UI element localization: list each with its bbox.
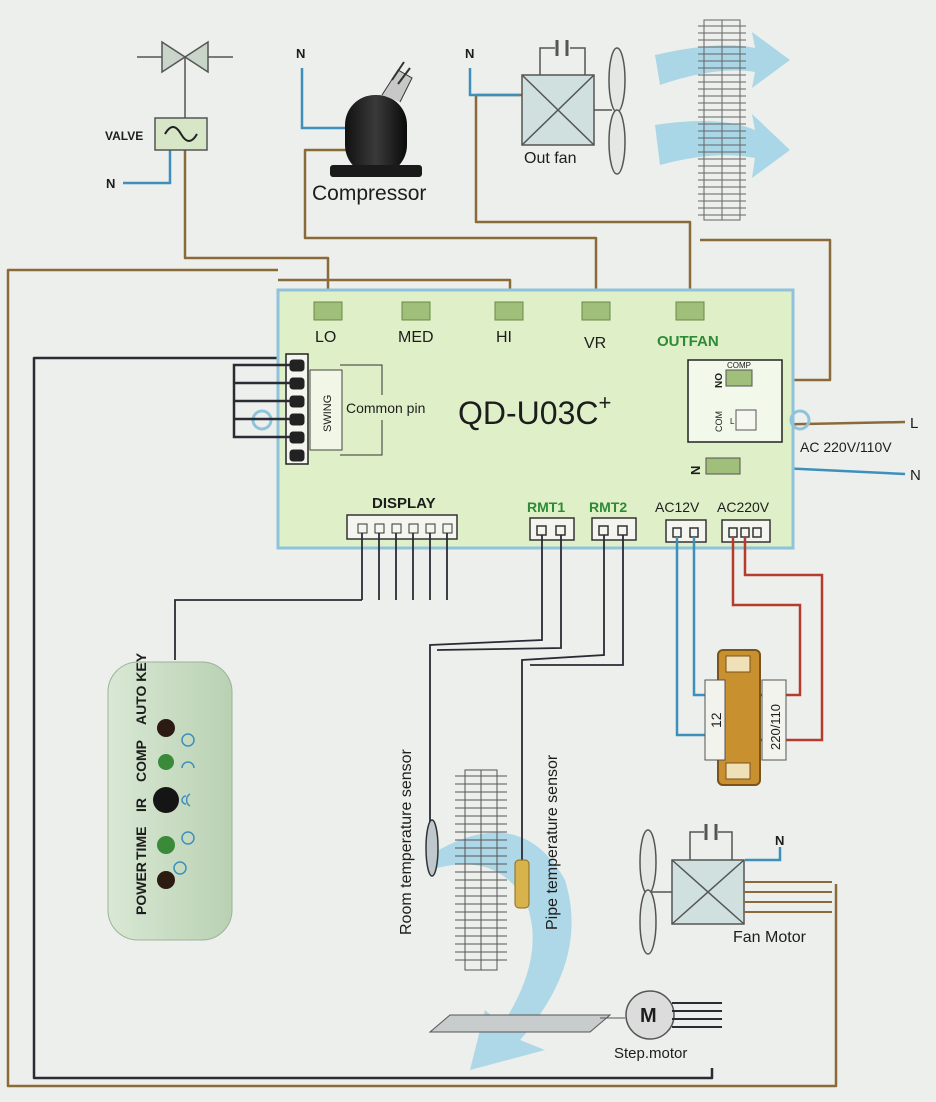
rmt1-label: RMT1 xyxy=(527,499,565,515)
n-terminal-block xyxy=(705,457,741,475)
room-temperature-sensor xyxy=(425,819,439,877)
ac12-label: AC12V xyxy=(655,499,700,515)
transformer xyxy=(704,649,787,786)
step-motor-m: M xyxy=(640,1005,657,1027)
power-l-label: L xyxy=(910,415,918,432)
compressor-n-wire xyxy=(300,68,345,130)
relay-vr-label: VR xyxy=(584,335,606,352)
n-terminal-label: N xyxy=(688,466,703,475)
rmt2-label: RMT2 xyxy=(589,499,627,515)
power-n-label: N xyxy=(910,467,921,484)
panel-label-time: TIME xyxy=(133,827,149,860)
compressor-symbol xyxy=(330,61,422,177)
display-connector xyxy=(346,514,458,540)
relay-lo-label: LO xyxy=(315,329,336,346)
panel-label-ir: IR xyxy=(133,798,149,812)
relay-outfan-label: OUTFAN xyxy=(657,333,719,350)
fanmotor-n-wire xyxy=(745,847,782,862)
rmt-connectors xyxy=(529,517,637,541)
common-pin-label: Common pin xyxy=(346,400,425,416)
com-label: COM xyxy=(714,411,724,432)
outdoor-coil xyxy=(698,19,746,221)
swing-label: SWING xyxy=(322,395,334,432)
valve-label: VALVE xyxy=(105,129,143,143)
com-l-label: L xyxy=(730,417,735,426)
outfan-label: Out fan xyxy=(524,150,576,167)
outfan-n-wire xyxy=(468,68,520,97)
step-motor-symbol xyxy=(428,990,722,1040)
outfan-n-label: N xyxy=(465,46,474,61)
fanmotor-wires xyxy=(744,881,832,913)
display-panel xyxy=(107,661,233,941)
swing-connector xyxy=(285,353,343,465)
brown-frame-wire xyxy=(6,268,838,1088)
outfan-symbol xyxy=(521,40,626,175)
room-sensor-label: Room temperature sensor xyxy=(398,748,415,935)
compressor-n-label: N xyxy=(296,46,305,61)
relay-hi-label: HI xyxy=(496,329,512,346)
fanmotor-n-label: N xyxy=(775,833,784,848)
panel-label-comp: COMP xyxy=(133,740,149,782)
sensor-wires xyxy=(429,535,624,860)
valve-symbol xyxy=(137,40,233,151)
indoor-airflow xyxy=(430,832,572,1070)
panel-label-auto-key: AUTO KEY xyxy=(133,652,149,725)
fanmotor-label: Fan Motor xyxy=(733,929,807,946)
display-label: DISPLAY xyxy=(372,495,436,512)
indoor-coil xyxy=(455,769,507,971)
transformer-220-label: 220/110 xyxy=(768,704,783,750)
ac220-label: AC220V xyxy=(717,499,770,515)
no-label: NO xyxy=(714,373,725,388)
step-motor-label: Step.motor xyxy=(614,1045,687,1062)
swing-return-wire xyxy=(32,356,714,1080)
transformer-12-label: 12 xyxy=(708,712,724,728)
pipe-sensor-label: Pipe temperature sensor xyxy=(544,754,561,930)
relay-blocks xyxy=(313,301,705,321)
relay-med-label: MED xyxy=(398,329,434,346)
board-model: QD-U03C+ xyxy=(458,390,611,431)
display-wires xyxy=(174,533,448,660)
swing-wires xyxy=(232,363,290,439)
panel-label-power: POWER xyxy=(133,862,149,915)
pipe-temperature-sensor xyxy=(514,859,530,909)
compressor-label: Compressor xyxy=(312,182,426,205)
valve-n-wire xyxy=(123,150,172,185)
power-ac-label: AC 220V/110V xyxy=(800,439,892,455)
fanmotor-symbol xyxy=(639,824,745,955)
compressor-wire xyxy=(303,148,598,302)
comp-relay xyxy=(687,359,783,443)
ac-connectors xyxy=(665,519,771,543)
valve-n-label: N xyxy=(106,176,115,191)
transformer-wires xyxy=(675,537,824,742)
comp-relay-label: COMP xyxy=(727,361,751,370)
common-pin-leader xyxy=(340,364,383,456)
